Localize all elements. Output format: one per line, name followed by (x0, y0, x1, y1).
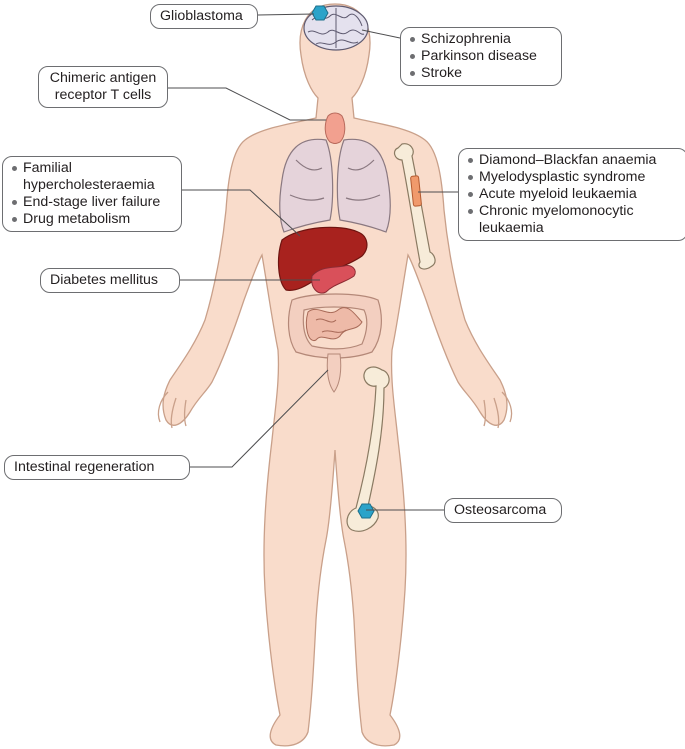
hypercholesteraemia-item: hypercholesteraemia (23, 177, 155, 193)
glioblastoma-callout: Glioblastoma (150, 4, 258, 29)
chronic-myelomonocytic-item: Chronic myelomonocytic (468, 203, 678, 220)
diamond-blackfan-anaemia-item: Diamond–Blackfan anaemia (468, 152, 678, 169)
liver-disorders-callout: Familial hypercholesteraemia End-stage l… (2, 156, 182, 232)
intestinal-regeneration-label: Intestinal regeneration (14, 459, 155, 475)
osteosarcoma-callout: Osteosarcoma (444, 498, 562, 523)
schizophrenia-item: Schizophrenia (410, 31, 552, 48)
diabetes-callout: Diabetes mellitus (40, 268, 180, 293)
liver (277, 226, 368, 291)
intestinal-regeneration-callout: Intestinal regeneration (4, 455, 190, 480)
car-t-line-1: Chimeric antigen (49, 70, 157, 86)
bone-marrow-graft (410, 175, 422, 207)
leader-lines (148, 13, 458, 511)
large-intestine (287, 293, 382, 359)
blood-disorders-callout: Diamond–Blackfan anaemia Myelodysplastic… (458, 148, 685, 241)
end-stage-liver-failure-item: End-stage liver failure (12, 194, 172, 211)
brain (303, 5, 369, 51)
brain-disorders-callout: Schizophrenia Parkinson disease Stroke (400, 27, 562, 86)
familial-item: Familial (12, 160, 172, 177)
myelodysplastic-syndrome-item: Myelodysplastic syndrome (468, 169, 678, 186)
small-intestine (305, 307, 363, 342)
osteosarcoma-tumour (357, 503, 375, 519)
lungs (279, 138, 391, 233)
car-t-callout: Chimeric antigen receptor T cells (38, 66, 168, 108)
parkinson-disease-item: Parkinson disease (410, 48, 552, 65)
glioblastoma-label: Glioblastoma (160, 8, 243, 24)
femur-bone (346, 366, 390, 532)
leukaemia-item: leukaemia (479, 220, 544, 236)
rectum (326, 353, 342, 393)
diabetes-mellitus-label: Diabetes mellitus (50, 272, 159, 288)
thyroid (324, 112, 346, 144)
pancreas (311, 265, 356, 294)
acute-myeloid-leukaemia-item: Acute myeloid leukaemia (468, 186, 678, 203)
drug-metabolism-item: Drug metabolism (12, 211, 172, 228)
osteosarcoma-label: Osteosarcoma (454, 502, 547, 518)
car-t-line-2: receptor T cells (54, 87, 152, 103)
stroke-item: Stroke (410, 65, 552, 82)
glioblastoma-tumour (311, 5, 329, 21)
humerus-bone (393, 143, 436, 270)
